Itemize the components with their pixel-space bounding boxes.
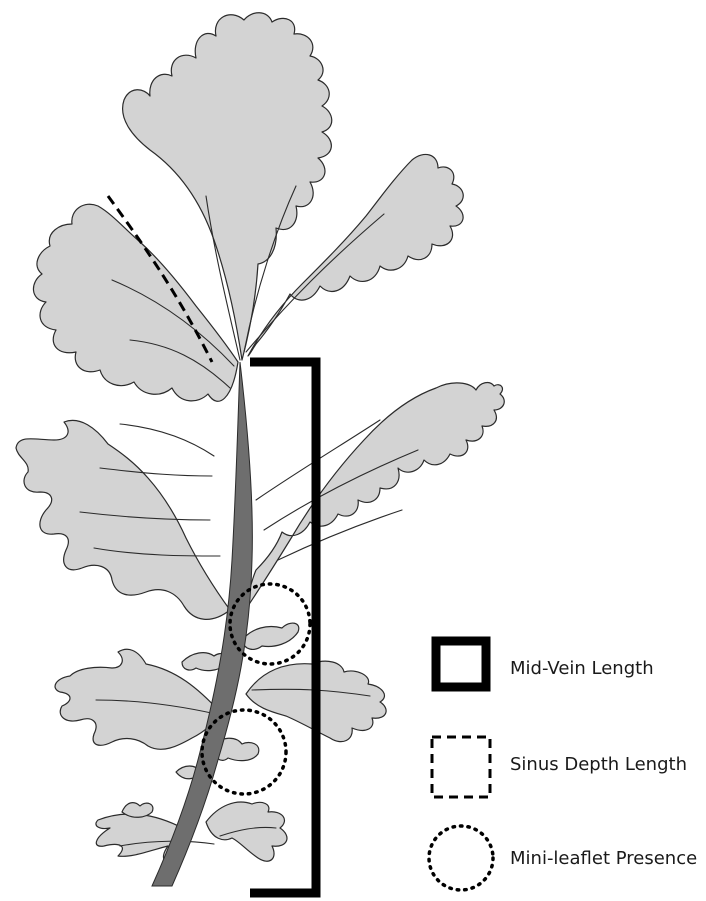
legend-label-mid-vein: Mid-Vein Length: [510, 658, 654, 679]
legend-symbol-dashed-square: [432, 737, 490, 797]
legend-symbol-solid-square: [436, 641, 486, 687]
lobe-upper-main: [33, 204, 238, 401]
mini-leaflet-upper: [242, 623, 299, 649]
legend-label-sinus-depth: Sinus Depth Length: [510, 754, 687, 775]
leaflet-bottom-right: [206, 802, 287, 861]
legend: Mid-Vein Length Sinus Depth Length Mini-…: [429, 641, 697, 890]
legend-label-mini-leaflet: Mini-leaflet Presence: [510, 848, 697, 869]
lobe-mid-right: [244, 383, 504, 612]
leaflet-bottom-tiny: [122, 803, 153, 818]
legend-symbol-dotted-circle: [429, 826, 493, 890]
